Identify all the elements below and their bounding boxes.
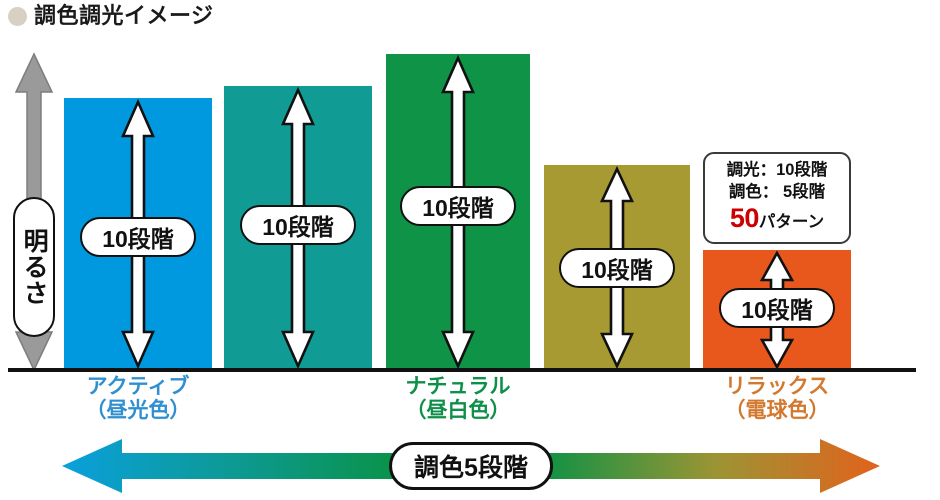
step-pill-active-label: 10段階 xyxy=(102,226,174,252)
category-label-relax-line2: （電球色） xyxy=(724,399,830,423)
page-title-text: 調色調光イメージ xyxy=(34,3,214,28)
category-label-relax-line1: リラックス xyxy=(724,375,830,398)
category-label-active-line1: アクティブ xyxy=(86,375,190,398)
step-pill-active: 10段階 xyxy=(80,217,196,257)
chart-baseline xyxy=(8,368,916,372)
info-dimming-line: 調光：10段階 xyxy=(726,161,828,179)
category-label-natural-line2: （昼白色） xyxy=(405,399,511,423)
step-pill-natural-mid-label: 10段階 xyxy=(581,257,653,283)
pattern-info-box: 調光：10段階 調色： 5段階 50 パターン xyxy=(703,152,851,244)
category-label-active: アクティブ （昼光色） xyxy=(38,375,238,424)
brightness-label-pill: 明るさ xyxy=(13,197,55,337)
info-pattern-row: 50 パターン xyxy=(729,202,825,233)
step-pill-relax-label: 10段階 xyxy=(741,297,813,323)
step-pill-natural: 10段階 xyxy=(400,186,516,226)
toning-label: 調色5段階 xyxy=(414,454,528,482)
category-label-natural: ナチュラル （昼白色） xyxy=(358,375,558,424)
category-label-relax: リラックス （電球色） xyxy=(677,375,877,424)
bullet-icon xyxy=(8,6,27,26)
brightness-label: 明るさ xyxy=(20,228,49,306)
info-pattern-unit: パターン xyxy=(758,212,825,231)
brightness-axis: 明るさ xyxy=(8,52,60,372)
step-pill-natural-mid: 10段階 xyxy=(559,248,675,288)
category-label-natural-line1: ナチュラル xyxy=(405,375,511,398)
info-toning-line: 調色： 5段階 xyxy=(728,182,826,201)
page-title: 調色調光イメージ xyxy=(8,5,214,27)
step-pill-natural-label: 10段階 xyxy=(422,195,494,221)
step-pill-relax: 10段階 xyxy=(719,288,835,328)
toning-range-arrow: 調色5段階 xyxy=(60,437,882,495)
step-pill-active-mid: 10段階 xyxy=(240,205,356,245)
toning-label-pill: 調色5段階 xyxy=(389,442,553,490)
info-pattern-number: 50 xyxy=(729,202,760,233)
category-label-active-line2: （昼光色） xyxy=(85,399,191,423)
step-pill-active-mid-label: 10段階 xyxy=(262,214,334,240)
